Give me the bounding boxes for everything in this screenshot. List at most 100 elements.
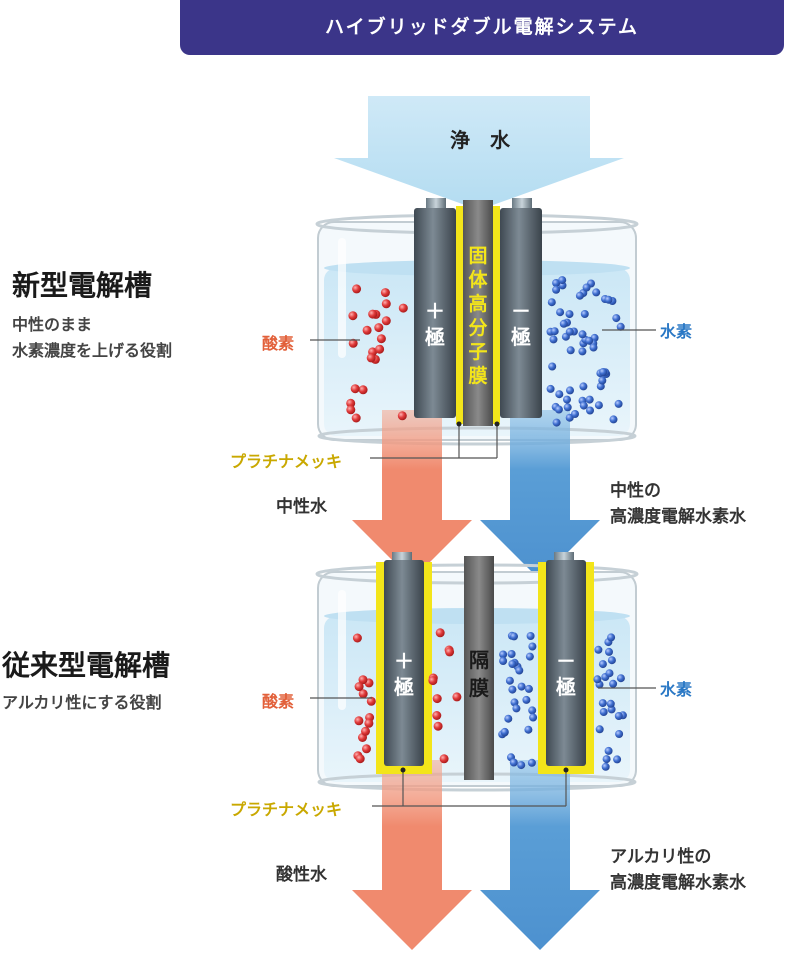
oxygen-bubble xyxy=(452,692,462,702)
oxygen-bubble xyxy=(358,385,368,395)
hydrogen-bubble xyxy=(524,684,533,693)
hydrogen-bubble xyxy=(582,283,591,292)
old-cell-oxygen-label: 酸素 xyxy=(262,692,295,711)
oxygen-bubble xyxy=(346,398,356,408)
hydrogen-bubble xyxy=(616,674,625,683)
oxygen-bubble xyxy=(348,338,358,348)
old-cell-cathode-label: 極 xyxy=(556,675,576,699)
hydrogen-bubble xyxy=(589,343,598,352)
oxygen-bubble xyxy=(445,647,455,657)
hydrogen-bubble xyxy=(517,761,526,770)
hydrogen-bubble xyxy=(575,291,584,300)
hydrogen-bubble xyxy=(601,762,610,771)
oxygen-bubble xyxy=(375,344,385,354)
hydrogen-bubble xyxy=(555,390,564,399)
oxygen-bubble xyxy=(352,284,362,294)
oxygen-bubble xyxy=(354,682,364,692)
inlet-arrow xyxy=(334,96,624,210)
hydrogen-bubble xyxy=(522,695,531,704)
hydrogen-bubble xyxy=(580,310,589,318)
old-cell-diaphragm xyxy=(464,556,494,780)
oxygen-bubble xyxy=(366,696,376,706)
oxygen-bubble xyxy=(368,309,378,319)
hydrogen-bubble xyxy=(508,660,517,668)
hydrogen-bubble xyxy=(594,645,603,654)
oxygen-bubble xyxy=(354,716,364,726)
hydrogen-bubble xyxy=(507,650,516,658)
new-cell-hydrogen-label: 水素 xyxy=(660,322,693,341)
new-cell-description-2: 水素濃度を上げる役割 xyxy=(12,341,173,360)
new-cell-anode-label: 極 xyxy=(425,325,445,349)
hydrogen-bubble xyxy=(586,406,594,415)
hydrogen-bubble xyxy=(528,642,537,651)
hydrogen-bubble xyxy=(571,410,579,418)
oxygen-bubble xyxy=(432,711,442,720)
oxygen-bubble xyxy=(376,334,386,344)
hydrogen-bubble xyxy=(515,666,524,675)
old-cell-heading: 従来型電解槽 xyxy=(2,649,171,682)
new-cell-membrane xyxy=(463,200,493,426)
hydrogen-bubble xyxy=(554,405,563,414)
hydrogen-bubble xyxy=(566,386,574,395)
hydrogen-bubble xyxy=(558,276,567,285)
oxygen-bubble xyxy=(435,628,445,638)
hydrogen-bubble xyxy=(606,699,615,708)
old-cell-cathode xyxy=(538,552,594,774)
new-cell-plating-left xyxy=(456,206,463,424)
hydrogen-bubble xyxy=(517,682,526,691)
hydrogen-bubble xyxy=(499,650,508,659)
hydrogen-bubble xyxy=(615,730,624,738)
hydrogen-bubble xyxy=(609,679,618,688)
hydrogen-bubble xyxy=(598,376,607,385)
old-cell-diaphragm-label: 隔膜 xyxy=(469,648,489,700)
hydrogen-bubble xyxy=(547,298,556,307)
new-cell-plating-label: プラチナメッキ xyxy=(230,452,343,471)
gas-bubbles xyxy=(346,276,627,771)
oxygen-bubble xyxy=(374,323,384,333)
oxygen-bubble xyxy=(361,726,370,736)
old-cell-anode xyxy=(376,552,432,774)
oxygen-bubble xyxy=(358,689,368,699)
hydrogen-bubble xyxy=(529,713,538,722)
new-cell-cathode xyxy=(500,198,542,418)
hydrogen-bubble xyxy=(500,727,509,736)
oxygen-bubble xyxy=(346,405,356,415)
hydrogen-bubble xyxy=(510,632,518,641)
hydrogen-bubble xyxy=(566,346,575,355)
hydrogen-bubble xyxy=(592,288,601,297)
oxygen-bubble xyxy=(381,316,391,326)
hydrogen-bubble xyxy=(605,647,613,656)
new-cell-output-left: 中性水 xyxy=(276,497,327,517)
hydrogen-bubble xyxy=(499,657,508,665)
hydrogen-bubble xyxy=(595,725,604,734)
hydrogen-bubble xyxy=(594,401,603,410)
oxygen-bubble xyxy=(397,411,407,421)
oxygen-bubble xyxy=(398,303,408,313)
oxygen-bubble xyxy=(350,384,360,394)
new-cell-membrane-label: 固体高分子膜 xyxy=(468,245,488,387)
hydrogen-bubble xyxy=(565,327,574,336)
hydrogen-bubble xyxy=(563,395,571,404)
new-cell-plating-right xyxy=(493,206,500,424)
old-cell-description-1: アルカリ性にする役割 xyxy=(2,693,162,712)
hydrogen-bubble xyxy=(607,656,616,665)
new-cell-heading: 新型電解槽 xyxy=(12,269,153,302)
oxygen-bubble xyxy=(355,754,365,764)
hydrogen-bubble xyxy=(525,652,534,661)
title-banner xyxy=(180,0,784,55)
hydrogen-bubble xyxy=(598,699,607,708)
hydrogen-bubble xyxy=(599,368,608,376)
hydrogen-bubble xyxy=(605,669,614,678)
hydrogen-bubble xyxy=(598,660,607,669)
oxygen-bubble xyxy=(362,325,372,335)
old-cell-hydrogen-label: 水素 xyxy=(660,680,693,699)
old-cell-anode-label: 極 xyxy=(394,675,414,699)
hydrogen-bubble xyxy=(614,712,623,720)
oxygen-bubble xyxy=(380,288,390,298)
hydrogen-bubble xyxy=(509,758,518,767)
old-cell-output-right-1: アルカリ性の xyxy=(610,847,712,867)
new-cell-output-right-2: 高濃度電解水素水 xyxy=(610,507,746,527)
hydrogen-bubble xyxy=(616,322,625,331)
old-cell-plating-label: プラチナメッキ xyxy=(230,800,343,819)
